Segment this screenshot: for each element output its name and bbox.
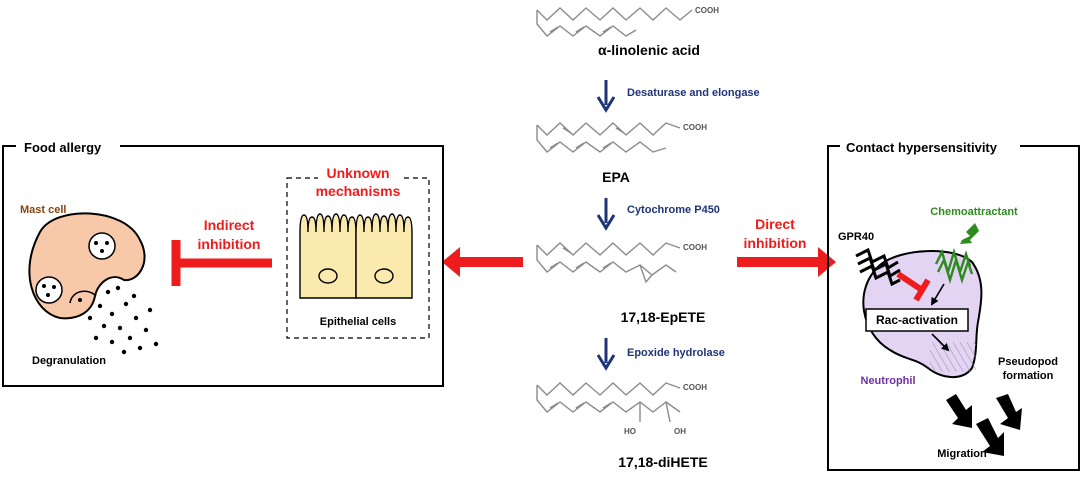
food-allergy-title: Food allergy [24, 140, 102, 155]
indirect-inhibition-bar [171, 240, 272, 286]
direct-line2: inhibition [744, 235, 807, 251]
mast-cell [28, 212, 146, 320]
structure-17-18-dihete [536, 382, 681, 423]
indirect-line2: inhibition [198, 236, 261, 252]
enzyme-desaturase-elongase: Desaturase and elongase [627, 87, 760, 99]
compound-epa: EPA [602, 169, 630, 185]
rac-activation-box [865, 308, 969, 332]
unknown-title-bg [318, 168, 400, 204]
structure-alpha-linolenic-acid [536, 7, 693, 37]
compound-17-18-epete: 17,18-EpETE [621, 309, 706, 325]
oh-label: OH [674, 427, 686, 436]
food-allergy-title-bg [16, 138, 120, 156]
enzyme-epoxide-hydrolase: Epoxide hydrolase [627, 347, 725, 359]
mast-cell-label: Mast cell [20, 204, 66, 216]
ho-label: HO [624, 427, 636, 436]
rac-to-pseudopod-arrow [931, 333, 950, 352]
compound-alpha-linolenic-acid: α-linolenic acid [598, 42, 700, 58]
food-allergy-panel [2, 145, 444, 387]
unknown-line1: Unknown [327, 165, 390, 181]
pseudopod-line1: Pseudopod [998, 356, 1058, 368]
epithelial-cells [299, 213, 413, 299]
compound-17-18-dihete: 17,18-diHETE [618, 454, 707, 470]
enzyme-cytochrome-p450: Cytochrome P450 [627, 204, 720, 216]
degranulation-label: Degranulation [32, 355, 106, 367]
pseudopod-hatch [930, 342, 976, 372]
indirect-line1: Indirect [204, 217, 255, 233]
structure-epa [536, 122, 681, 153]
neutrophil-label: Neutrophil [861, 375, 916, 387]
rac-activation-label: Rac-activation [876, 313, 958, 327]
unknown-mechanisms-box [286, 177, 430, 339]
degranulation-granules [87, 285, 159, 355]
unknown-line2: mechanisms [316, 183, 401, 199]
red-arrow-right [737, 247, 836, 277]
chemo-to-rac-arrow [930, 283, 945, 306]
epithelial-label: Epithelial cells [320, 316, 396, 328]
chemoattractant-receptor-icon [934, 247, 974, 285]
pathway-arrow-3 [596, 338, 616, 371]
migration-label: Migration [937, 448, 987, 460]
chemoattractant-label: Chemoattractant [930, 206, 1018, 218]
contact-hypersensitivity-title: Contact hypersensitivity [846, 140, 998, 155]
migration-arrows-icon [946, 394, 1022, 456]
cooh-label-1: COOH [695, 6, 719, 15]
gpr40-label: GPR40 [838, 231, 874, 243]
chemoattractant-arrow [960, 223, 979, 244]
cooh-label-3: COOH [683, 243, 707, 252]
cooh-label-2: COOH [683, 123, 707, 132]
gpr40-receptor-icon [855, 247, 901, 287]
red-arrow-left [442, 247, 523, 277]
pathway-arrow-1 [596, 80, 616, 113]
chs-title-bg [840, 138, 1020, 156]
direct-line1: Direct [755, 216, 795, 232]
pathway-arrow-2 [596, 198, 616, 231]
pseudopod-line2: formation [1003, 370, 1054, 382]
gpr40-inhibition-bar [896, 271, 931, 302]
structure-17-18-epete [536, 242, 681, 284]
cooh-label-4: COOH [683, 383, 707, 392]
